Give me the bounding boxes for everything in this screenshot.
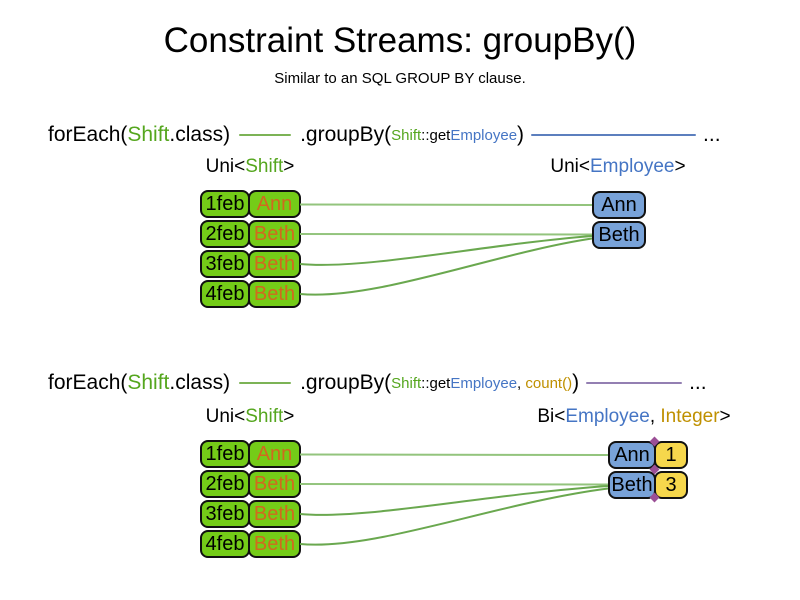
- group-row: Beth: [592, 221, 646, 249]
- group-row: Ann: [592, 191, 646, 219]
- shift-date-box: 2feb: [200, 470, 250, 498]
- code2-foreach-rest: .class): [169, 371, 231, 394]
- stream-connector-purple: [586, 382, 683, 384]
- code2-arg-class: Shift: [391, 374, 422, 392]
- code2-collector: count(): [525, 374, 573, 392]
- shift-employee-box: Beth: [248, 250, 301, 278]
- shift-date-box: 4feb: [200, 530, 250, 558]
- d1-left-type: Shift: [245, 156, 284, 177]
- d2-right-separator: ,: [649, 406, 661, 427]
- code1-ellipsis: ...: [703, 123, 721, 146]
- page-subtitle: Similar to an SQL GROUP BY clause.: [274, 70, 526, 87]
- diagram1-right-type-label: Uni<Employee>: [538, 156, 698, 178]
- code2-groupby: .groupBy(: [300, 371, 392, 394]
- shift-row: 2feb Beth: [200, 470, 301, 498]
- code-line-1: forEach(Shift.class) .groupBy(Shift::get…: [48, 120, 721, 150]
- stream-connector-blue: [531, 134, 697, 136]
- count-box: 3: [654, 471, 688, 499]
- d2-right-prefix: Bi<: [537, 406, 566, 427]
- diagram2-left-type-label: Uni<Shift>: [175, 406, 325, 428]
- diagram2-group-result: Ann 1 Beth 3: [608, 441, 688, 501]
- d1-right-prefix: Uni<: [550, 156, 590, 177]
- diagram2-right-type-label: Bi<Employee, Integer>: [534, 406, 734, 428]
- d2-right-type2: Integer: [660, 406, 720, 427]
- shift-date-box: 4feb: [200, 280, 250, 308]
- code1-foreach-rest: .class): [169, 123, 231, 146]
- d2-line-2feb-to-beth: [299, 483, 609, 486]
- shift-employee-box: Ann: [248, 190, 301, 218]
- shift-employee-box: Beth: [248, 500, 301, 528]
- shift-date-box: 2feb: [200, 220, 250, 248]
- diagram2-shift-group: 1feb Ann 2feb Beth 3feb Beth 4feb Beth: [200, 440, 301, 560]
- d1-line-1feb-to-ann: [299, 203, 593, 206]
- shift-row: 3feb Beth: [200, 500, 301, 528]
- diagram1-group-result: Ann Beth: [592, 191, 646, 251]
- d2-line-3feb-to-beth: [299, 485, 609, 516]
- d2-left-suffix: >: [283, 406, 295, 427]
- employee-group-box: Ann: [608, 441, 656, 469]
- d1-right-type: Employee: [590, 156, 675, 177]
- employee-group-box: Beth: [608, 471, 656, 499]
- page-title: Constraint Streams: groupBy(): [163, 21, 637, 60]
- code1-arg-class: Shift: [391, 126, 422, 144]
- d2-left-type: Shift: [245, 406, 284, 427]
- code-line-2: forEach(Shift.class) .groupBy(Shift::get…: [48, 368, 707, 398]
- d1-line-3feb-to-beth: [299, 235, 593, 266]
- group-row: Ann 1: [608, 441, 688, 469]
- code2-comma: ,: [517, 374, 526, 392]
- code1-foreach-type: Shift: [127, 123, 170, 146]
- employee-group-box: Beth: [592, 221, 646, 249]
- code1-arg-type: Employee: [450, 126, 518, 144]
- code1-arg-accessor: ::get: [421, 126, 451, 144]
- d2-left-prefix: Uni<: [205, 406, 246, 427]
- code1-groupby: .groupBy(: [300, 123, 392, 146]
- code2-foreach-type: Shift: [127, 371, 170, 394]
- shift-date-box: 1feb: [200, 440, 250, 468]
- code2-arg-accessor: ::get: [421, 374, 451, 392]
- d1-left-suffix: >: [283, 156, 295, 177]
- employee-group-box: Ann: [592, 191, 646, 219]
- shift-employee-box: Beth: [248, 470, 301, 498]
- shift-date-box: 3feb: [200, 500, 250, 528]
- shift-employee-box: Ann: [248, 440, 301, 468]
- d1-line-2feb-to-beth: [299, 233, 593, 236]
- shift-employee-box: Beth: [248, 220, 301, 248]
- stream-connector-green: [239, 134, 292, 136]
- shift-date-box: 3feb: [200, 250, 250, 278]
- shift-row: 4feb Beth: [200, 280, 301, 308]
- count-box: 1: [654, 441, 688, 469]
- shift-row: 4feb Beth: [200, 530, 301, 558]
- diagram1-left-type-label: Uni<Shift>: [175, 156, 325, 178]
- stream-connector-green: [239, 382, 292, 384]
- shift-date-box: 1feb: [200, 190, 250, 218]
- d1-right-suffix: >: [674, 156, 686, 177]
- code2-ellipsis: ...: [689, 371, 707, 394]
- shift-row: 2feb Beth: [200, 220, 301, 248]
- d2-right-type1: Employee: [565, 406, 650, 427]
- group-row: Beth 3: [608, 471, 688, 499]
- code2-arg-type: Employee: [450, 374, 518, 392]
- shift-row: 1feb Ann: [200, 190, 301, 218]
- code2-close-paren: ): [572, 371, 580, 394]
- d1-left-prefix: Uni<: [205, 156, 246, 177]
- code2-foreach: forEach(: [48, 371, 128, 394]
- shift-employee-box: Beth: [248, 280, 301, 308]
- d1-line-4feb-to-beth: [299, 237, 593, 296]
- d2-line-1feb-to-ann: [299, 453, 609, 456]
- code1-close-paren: ): [517, 123, 525, 146]
- shift-row: 3feb Beth: [200, 250, 301, 278]
- diagram1-shift-group: 1feb Ann 2feb Beth 3feb Beth 4feb Beth: [200, 190, 301, 310]
- shift-row: 1feb Ann: [200, 440, 301, 468]
- d2-line-4feb-to-beth: [299, 487, 609, 546]
- shift-employee-box: Beth: [248, 530, 301, 558]
- code1-foreach: forEach(: [48, 123, 128, 146]
- d2-right-suffix: >: [719, 406, 731, 427]
